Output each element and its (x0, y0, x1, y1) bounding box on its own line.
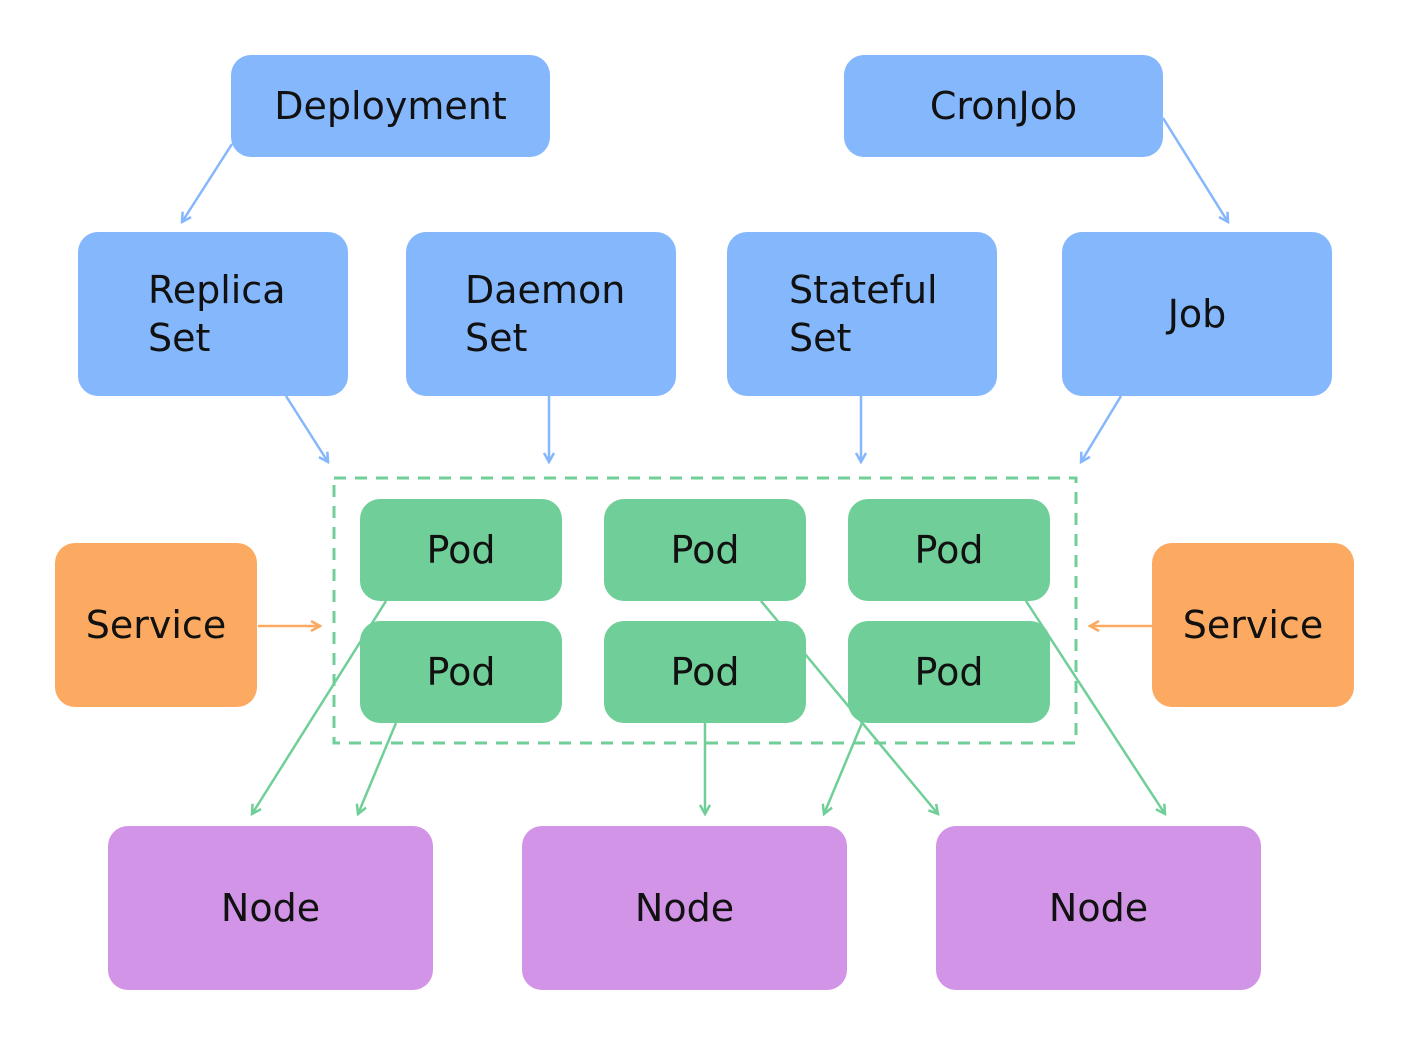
pod-box: Pod (848, 499, 1050, 601)
pod-box: Pod (604, 499, 806, 601)
pod-label: Pod (426, 650, 496, 694)
stateful-set-box: Stateful Set (727, 232, 997, 396)
node-box: Node (108, 826, 433, 990)
job-label: Job (1167, 292, 1227, 336)
service-label: Service (1182, 603, 1324, 647)
cronjob-box: CronJob (844, 55, 1163, 157)
arrow-replicaset-to-pods (284, 395, 328, 462)
daemon-set-label-line2: Set (465, 316, 528, 360)
arrow-pod-to-node (824, 722, 864, 814)
arrow-job-to-pods (1081, 395, 1123, 462)
node-label: Node (1048, 886, 1149, 930)
node-box: Node (936, 826, 1261, 990)
node-label: Node (634, 886, 735, 930)
stateful-set-label-line2: Set (789, 316, 852, 360)
deployment-box: Deployment (231, 55, 550, 157)
replica-set-box: Replica Set (78, 232, 348, 396)
job-box: Job (1062, 232, 1332, 396)
node-box: Node (522, 826, 847, 990)
pod-label: Pod (426, 528, 496, 572)
replica-set-label-line2: Set (148, 316, 211, 360)
service-label: Service (85, 603, 227, 647)
stateful-set-label-line1: Stateful (789, 268, 938, 312)
pod-label: Pod (914, 650, 984, 694)
deployment-label: Deployment (274, 84, 507, 128)
pod-label: Pod (670, 650, 740, 694)
arrow-pod-to-node (358, 722, 398, 814)
arrow-cronjob-to-job (1161, 117, 1228, 222)
node-label: Node (220, 886, 321, 930)
pod-box: Pod (360, 499, 562, 601)
service-box-right: Service (1152, 543, 1354, 707)
cronjob-label: CronJob (929, 84, 1078, 128)
daemon-set-box: Daemon Set (406, 232, 676, 396)
arrow-deployment-to-replicaset (182, 143, 234, 222)
pod-box: Pod (360, 621, 562, 723)
service-box-left: Service (55, 543, 257, 707)
replica-set-label-line1: Replica (148, 268, 286, 312)
pod-label: Pod (914, 528, 984, 572)
daemon-set-label-line1: Daemon (465, 268, 626, 312)
pod-box: Pod (604, 621, 806, 723)
pod-box: Pod (848, 621, 1050, 723)
pod-label: Pod (670, 528, 740, 572)
